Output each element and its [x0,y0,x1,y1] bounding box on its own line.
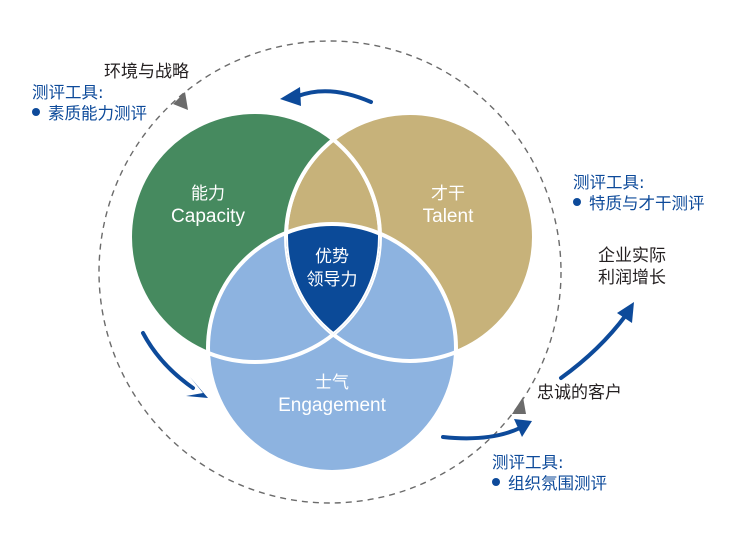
dashed-arrowhead-top-left [173,92,188,110]
dashed-arrowhead-bottom-right [512,397,526,414]
talent-label-en: Talent [422,206,474,228]
profit-growth-line2: 利润增长 [598,268,666,289]
tool-item: 组织氛围测评 [508,473,607,493]
engagement-label: 士气 Engagement [262,372,402,419]
tool-annotation-talent: 测评工具: 特质与才干测评 [573,173,705,214]
center-label: 优势 领导力 [292,246,372,292]
arrow-customers-to-profit [559,313,628,380]
capacity-label-zh: 能力 [191,184,225,204]
loyal-customers-label: 忠诚的客户 [537,383,622,403]
talent-label-zh: 才干 [431,184,465,204]
arrowhead-down-left [186,377,208,398]
arrow-engagement-to-customers [441,426,522,441]
talent-label: 才干 Talent [398,183,498,230]
arrow-talent-to-capacity [296,89,373,104]
tool-annotation-engagement: 测评工具: 组织氛围测评 [492,453,607,494]
tool-annotation-capacity: 测评工具: 素质能力测评 [32,83,147,124]
capacity-label: 能力 Capacity [158,183,258,230]
arrow-capacity-to-engagement [141,331,195,390]
bullet-dot-icon [492,478,500,487]
profit-growth-line1: 企业实际 [598,246,666,266]
tool-heading: 测评工具: [32,83,104,102]
arrowhead-left-top [280,87,301,106]
center-label-line2: 领导力 [306,269,358,290]
profit-growth-label: 企业实际 利润增长 [598,245,666,289]
environment-strategy-label: 环境与战略 [104,62,189,82]
engagement-label-en: Engagement [278,395,386,417]
engagement-outline [206,222,458,474]
engagement-label-zh: 士气 [315,373,349,393]
tool-heading: 测评工具: [492,453,564,472]
tool-item: 素质能力测评 [48,103,147,123]
bullet-dot-icon [573,198,581,207]
outer-dashed-circle [98,40,562,504]
engagement-circle [208,224,456,472]
arrowhead-up-right [617,302,634,323]
capacity-label-en: Capacity [171,206,245,228]
tool-heading: 测评工具: [573,173,645,192]
arrowhead-right-bottom [514,419,532,437]
bullet-dot-icon [32,108,40,117]
center-label-line1: 优势 [315,247,349,267]
tool-item: 特质与才干测评 [589,193,705,213]
